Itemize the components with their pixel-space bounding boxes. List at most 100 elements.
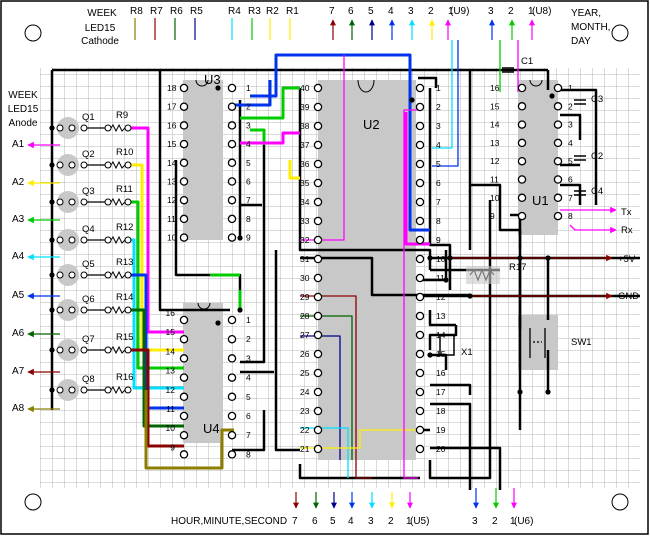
pin-pad [313,444,323,454]
cap-label-c3: C3 [591,94,603,105]
u1-pin-number: 10 [490,193,500,203]
u2-body [318,80,416,460]
pin-pad [179,177,189,186]
pin-pad [227,158,237,168]
pin-pad [415,387,425,397]
resistor-label: R11 [116,184,133,195]
pin-pad [227,177,237,186]
u3-pin-number: 9 [246,233,251,243]
wire [128,126,184,334]
transistor-pin [56,346,64,354]
junction-dot [49,162,55,168]
signal-label-5v: +5V [618,254,636,265]
u9-connector-label: 4 [388,6,394,17]
u2-pin-number: 37 [300,140,310,150]
pin-pad [415,254,425,264]
pin-pad [179,214,189,224]
wire [240,86,300,120]
pin-pad [179,83,189,93]
u2-pin-number: 23 [300,406,310,416]
transistor-pin [80,236,88,244]
u5-connector-label: 2 [388,516,394,527]
pin-pad [553,102,563,111]
u2-pin-number: 4 [436,140,441,150]
junction-dot [427,255,433,261]
pin-pad [553,120,563,129]
transistor-pin [80,306,88,314]
u1-pin-number: 5 [568,156,573,166]
u1-pin-number: 14 [490,120,500,130]
u1-pin-number: 11 [490,175,499,185]
cap-label-c4: C4 [591,186,603,197]
cathode-label: Cathode [81,36,119,47]
u2-pin-number: 27 [300,330,310,340]
pin-pad [313,311,323,321]
pin-pad [313,273,323,283]
resistor-zigzag [110,345,126,355]
wire [300,335,341,460]
pin-pad [517,83,527,93]
wire [560,88,598,205]
pin-pad [313,102,323,112]
u2-pin-number: 5 [436,159,441,169]
resistor-label: R15 [116,332,133,343]
resistor-pin [124,306,132,314]
wires [27,18,640,509]
u2-pin-number: 25 [300,368,310,378]
u4-pin-number: 8 [246,449,251,459]
cathode-connector-label: R5 [190,6,203,17]
u2-pin-number: 6 [436,178,441,188]
junction-dot [49,125,55,131]
resistor-label: R16 [116,372,133,383]
wire [128,273,184,410]
u3-pin-number: 5 [246,158,251,168]
pin-pad [313,235,323,245]
resistor-label: R13 [116,257,133,268]
pin-pad [415,444,425,454]
pin-pad [553,138,563,148]
u3-pin-number: 15 [167,139,177,149]
resistor-pin [124,236,132,244]
chip-label-u3: U3 [204,72,221,87]
pin-pad [415,102,425,112]
u1-pin-number: 15 [490,101,500,111]
pin-pad [227,315,237,325]
transistor-label: Q1 [82,112,95,123]
wire [144,390,234,470]
u4-notch [197,302,211,310]
anode-output-label: A7 [12,366,25,377]
wire [428,310,456,327]
u3-pin-number: 16 [167,120,177,130]
resistor-label-r17: R17 [509,262,526,273]
wire [232,410,266,452]
wire [404,112,430,246]
u3-pin-number: 14 [167,158,177,168]
anode-output-label: A3 [12,214,25,225]
u3-pin-number: 13 [167,177,177,187]
wire [174,160,242,290]
pin-pad [227,102,237,111]
junction-dot [49,272,55,278]
wire [418,76,438,88]
resistor-label: R14 [116,292,133,303]
u4-pin-number: 11 [166,404,175,414]
pin-pad [553,156,563,166]
pin-pad [179,450,189,459]
pin-pad [227,121,237,130]
u3-pin-number: 7 [246,195,251,205]
wire [560,113,582,140]
wire [298,464,420,480]
u8-connector-label: 3 [488,6,494,17]
chip-label-u1: U1 [532,193,549,208]
transistor-pin [68,306,76,314]
u2-pin-number: 26 [300,349,310,359]
wire [428,200,492,480]
u4-pin-number: 4 [246,373,251,383]
u6-connector-label: 1 [510,516,516,527]
pin-pad [227,139,237,149]
signal-label-gnd: GND [618,291,639,302]
pin-pad [415,311,425,321]
